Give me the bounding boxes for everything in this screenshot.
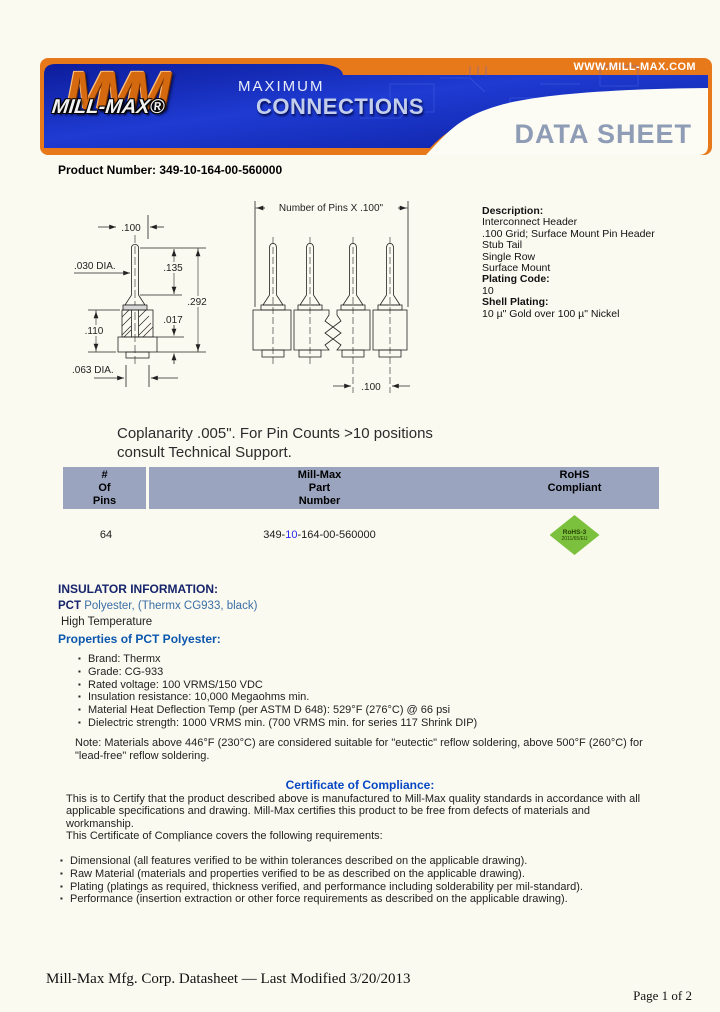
certificate-heading: Certificate of Compliance: [285, 778, 435, 792]
description-line: Stub Tail [482, 239, 523, 252]
coplanarity-line1: Coplanarity .005". For Pin Counts >10 po… [117, 425, 433, 442]
insulator-section: INSULATOR INFORMATION: PCT Polyester, (T… [58, 582, 658, 646]
insulator-material: PCT Polyester, (Thermx CG933, black) [58, 600, 658, 612]
header-banner: WWW.MILL-MAX.COM MMM MILL-MAX® MAXIMUM C… [40, 58, 712, 155]
bullet-icon: ▪ [60, 856, 63, 865]
part-table-row: 64 349-10-164-00-560000 RoHS-3 2011/65/E… [63, 509, 659, 561]
soldering-note: Note: Materials above 446°F (230°C) are … [75, 737, 643, 762]
insulator-heading: INSULATOR INFORMATION: [58, 582, 218, 596]
rohs-cell: RoHS-3 2011/65/EU [490, 515, 659, 555]
bullet-icon: ▪ [78, 666, 81, 676]
material-note: High Temperature [61, 616, 153, 628]
dim-label-pitch: .100 [121, 223, 141, 234]
bullet-icon: ▪ [78, 717, 81, 727]
rohs-compliant-badge-icon: RoHS-3 2011/65/EU [549, 515, 600, 555]
part-number-suffix: -164-00-560000 [297, 529, 376, 541]
bullet-icon: ▪ [60, 868, 63, 878]
product-number-value: 349-10-164-00-560000 [159, 163, 283, 177]
list-item: ▪Rated voltage: 100 VRMS/150 VDC [78, 678, 263, 691]
col-header-pins: # Of Pins [63, 467, 146, 509]
rohs-badge-line2: 2011/65/EU [561, 535, 588, 542]
part-number-prefix: 349- [263, 529, 286, 541]
dim-label-pin-dia: .030 DIA. [74, 261, 116, 272]
list-item: ▪Material Heat Deflection Temp (per ASTM… [78, 704, 451, 717]
list-item: ▪Performance (insertion extraction or ot… [60, 893, 568, 906]
certificate-bullet-list: ▪Dimensional (all features verified to b… [60, 855, 650, 906]
rohs-badge-line1: RoHS-3 [562, 528, 587, 536]
website-link[interactable]: WWW.MILL-MAX.COM [573, 61, 696, 73]
single-pin-drawing: .100 .030 DIA. .135 .292 .110 .017 .063 … [72, 215, 212, 387]
tagline-maximum: MAXIMUM [238, 78, 325, 95]
plating-code-label: Plating Code: [482, 273, 550, 286]
dim-label-row-total: Number of Pins X .100" [279, 203, 384, 214]
dim-label-insulator: .110 [85, 326, 104, 337]
properties-heading: Properties of PCT Polyester: [58, 632, 221, 646]
bullet-icon: ▪ [78, 679, 81, 689]
col-header-part-number: Mill-Max Part Number [149, 467, 490, 509]
shell-plating-label: Shell Plating: [482, 296, 549, 309]
description-line: Interconnect Header [482, 216, 578, 229]
product-number-label: Product Number: [58, 163, 157, 177]
bullet-icon: ▪ [78, 705, 81, 715]
page-indicator: Page 1 of 2 [633, 988, 692, 1003]
dim-label-row-pitch: .100 [361, 382, 381, 393]
certificate-paragraph: This Certificate of Compliance covers th… [66, 830, 383, 842]
list-item: ▪Plating (platings as required, thicknes… [60, 880, 583, 893]
pin-count-cell: 64 [99, 529, 113, 541]
list-item: ▪Brand: Thermx [78, 653, 161, 665]
properties-bullet-list: ▪Brand: Thermx ▪Grade: CG-933 ▪Rated vol… [78, 653, 668, 730]
banner-art [40, 58, 712, 155]
bullet-icon: ▪ [78, 654, 81, 663]
logo-m-icon: MMM [66, 61, 171, 121]
list-item: ▪Grade: CG-933 [78, 665, 164, 678]
pin-row-drawing: Number of Pins X .100" .100 [252, 201, 410, 393]
plating-code-value: 10 [482, 284, 494, 297]
logo-wordmark: MILL-MAX® [50, 96, 166, 118]
description-line: .100 Grid; Surface Mount Pin Header [482, 227, 655, 240]
description-block: Description: Interconnect Header .100 Gr… [482, 205, 714, 320]
datasheet-title: DATA SHEET [514, 119, 692, 149]
coplanarity-line2: consult Technical Support. [117, 444, 292, 461]
description-line: Surface Mount [482, 262, 551, 275]
material-desc-link[interactable]: Polyester, (Thermx CG933, black) [84, 600, 258, 612]
tagline-connections: CONNECTIONS [256, 94, 425, 119]
product-number: Product Number: 349-10-164-00-560000 [58, 163, 282, 177]
bullet-icon: ▪ [60, 881, 63, 891]
col-header-rohs: RoHS Compliant [490, 467, 659, 509]
shell-plating-value: 10 µ" Gold over 100 µ" Nickel [482, 307, 620, 320]
circuit-pattern-icon [360, 65, 680, 119]
dim-label-shell-dia: .063 DIA. [72, 365, 114, 376]
millmax-logo: MMM MILL-MAX® [50, 60, 235, 150]
dim-label-pin-len: .135 [163, 263, 183, 274]
part-number-cell: 349-10-164-00-560000 [149, 529, 490, 541]
description-line: Single Row [482, 250, 536, 263]
dim-label-overall: .292 [187, 297, 207, 308]
material-abbr: PCT [58, 600, 81, 612]
footer-source-line: Mill-Max Mfg. Corp. Datasheet — Last Mod… [46, 971, 411, 987]
list-item: ▪Dielectric strength: 1000 VRMS min. (70… [78, 716, 478, 729]
dim-label-shoulder: .017 [163, 315, 183, 326]
list-item: ▪Dimensional (all features verified to b… [60, 855, 528, 867]
bullet-icon: ▪ [60, 894, 63, 904]
part-table-header: # Of Pins Mill-Max Part Number RoHS Comp… [63, 467, 659, 509]
list-item: ▪Insulation resistance: 10,000 Megaohms … [78, 691, 310, 704]
bullet-icon: ▪ [78, 692, 81, 702]
coplanarity-note: Coplanarity .005". For Pin Counts >10 po… [117, 424, 433, 462]
list-item: ▪Raw Material (materials and properties … [60, 867, 525, 880]
description-heading: Description: [482, 205, 544, 217]
part-number-plating-link[interactable]: 10 [285, 529, 298, 541]
certificate-paragraph: This is to Certify that the product desc… [66, 793, 641, 830]
